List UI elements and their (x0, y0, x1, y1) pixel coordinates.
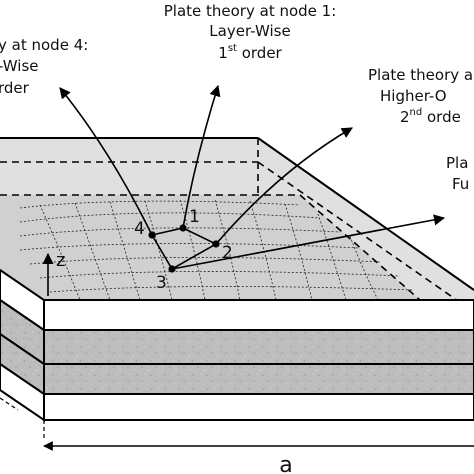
node-1-label: 1 (189, 207, 200, 227)
theory-arrows (59, 84, 446, 270)
node4-order: rder (0, 79, 30, 97)
node-4-dot (148, 231, 156, 239)
node4-theory: -Wise (0, 57, 39, 75)
node1-theory: Layer-Wise (209, 22, 290, 40)
nodes (148, 224, 220, 273)
node1-title: Plate theory at node 1: (164, 2, 337, 20)
left-dimension-marks (0, 397, 45, 440)
node3-title: Pla (446, 154, 468, 172)
z-axis-label: z (56, 250, 65, 271)
hidden-layer-edges (0, 138, 474, 313)
plate-outline (0, 137, 474, 291)
node-2-dot (212, 240, 220, 248)
node-2-label: 2 (222, 243, 233, 263)
node-1-dot (179, 224, 187, 232)
node2-title: Plate theory a (368, 66, 473, 84)
arrow-node4 (59, 87, 153, 236)
node3-theory: Fu (452, 175, 469, 193)
node-3-dot (168, 265, 176, 273)
arrow-node2 (215, 127, 353, 245)
node-4-label: 4 (134, 219, 145, 239)
arrow-node1 (182, 84, 221, 229)
dimension-a-label: a (279, 453, 292, 474)
node1-order: 1st order (218, 43, 282, 62)
node2-order: 2nd orde (400, 107, 461, 126)
node-3-label: 3 (156, 273, 167, 293)
arrow-node3 (171, 214, 446, 270)
curvilinear-mesh (19, 199, 415, 301)
side-layers (0, 268, 45, 422)
node2-theory: Higher-O (380, 87, 447, 105)
node4-title: y at node 4: (0, 36, 88, 54)
front-layers (43, 299, 474, 421)
